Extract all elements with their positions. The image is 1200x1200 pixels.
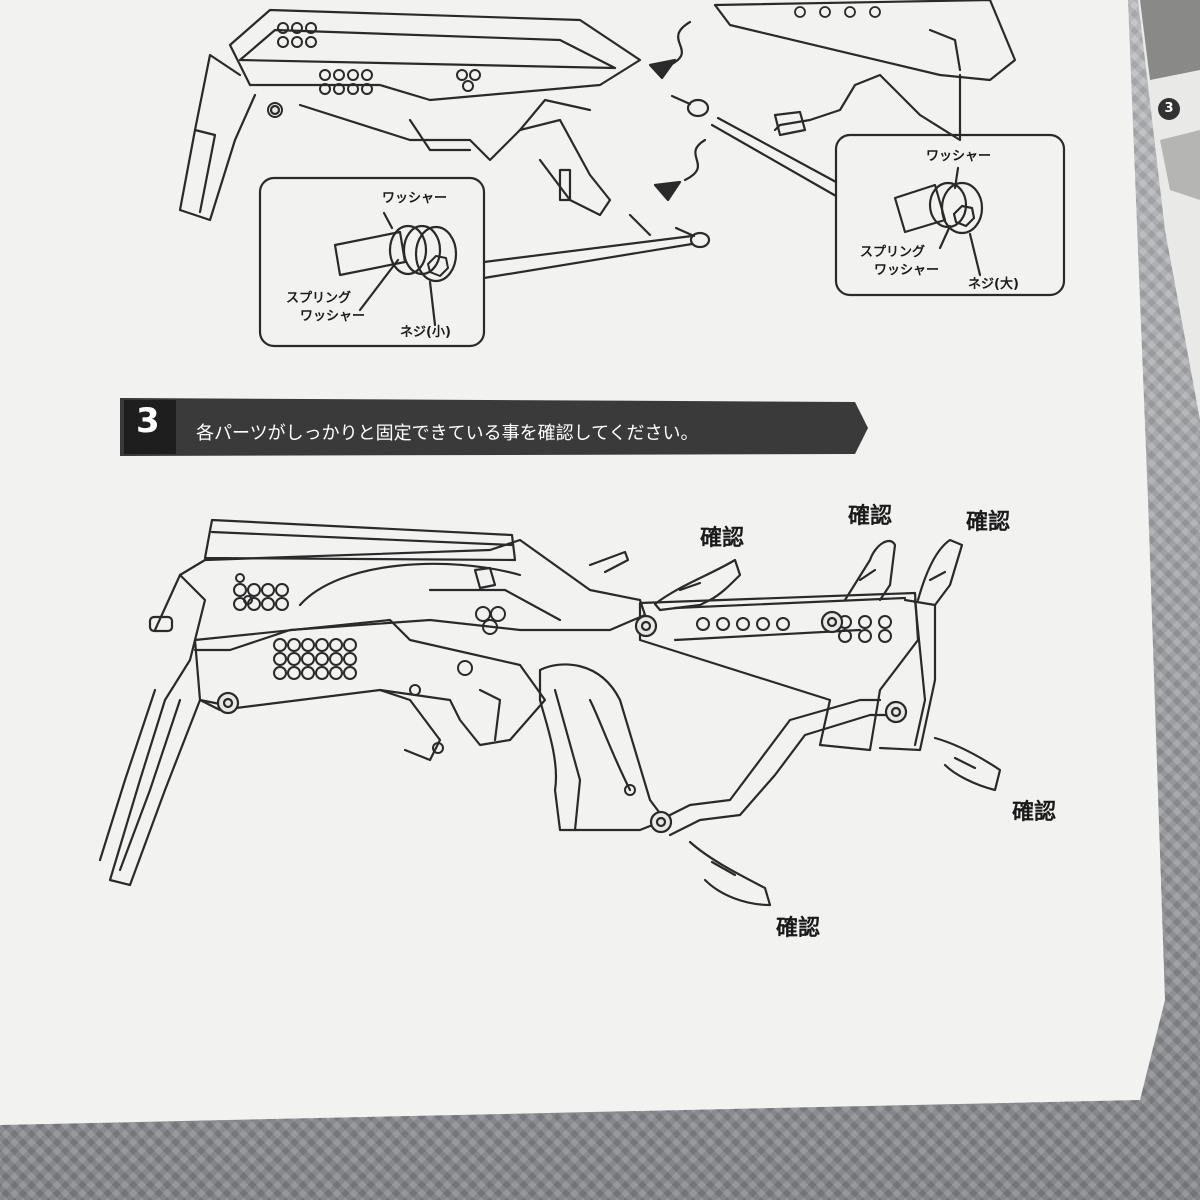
check-label-2: 確認	[848, 504, 893, 529]
callout-left-washer: ワッシャー	[382, 191, 448, 206]
check-label-3: 確認	[966, 510, 1011, 535]
main-gun-bolts	[216, 104, 908, 834]
check-label-4: 確認	[1012, 800, 1057, 825]
callout-right-spring-washer-1: スプリング	[860, 245, 926, 260]
step-banner-bg	[120, 398, 868, 456]
top-stock-drawing	[713, 0, 1017, 142]
callout-right-washer: ワッシャー	[926, 149, 992, 164]
main-gun-holes	[233, 573, 892, 796]
hand-check-5	[688, 840, 772, 907]
callout-left-spring-washer-2: ワッシャー	[300, 309, 366, 324]
step-number: 3	[136, 401, 160, 441]
screw-large-part	[670, 94, 710, 118]
callout-left-screw: ネジ(小)	[400, 325, 451, 340]
callout-right-spring-washer-2: ワッシャー	[874, 263, 940, 278]
top-gun-drawing	[178, 8, 652, 237]
hand-check-4	[933, 736, 1002, 792]
check-label-5: 確認	[776, 916, 821, 941]
right-page-step-number: 3	[1158, 98, 1180, 120]
step-number-bg	[124, 400, 176, 454]
hand-check-2	[843, 539, 897, 602]
check-label-1: 確認	[700, 526, 745, 551]
callout-right-screw: ネジ(大)	[968, 277, 1019, 292]
callout-box-small-screw	[258, 176, 694, 348]
screw-small-part	[674, 226, 711, 249]
right-page-figure	[1140, 0, 1200, 80]
hand-check-1	[653, 558, 742, 612]
arrow-mid	[683, 138, 707, 182]
hand-check-3	[916, 538, 964, 607]
right-page-figure-2	[1160, 130, 1200, 200]
step-instruction: 各パーツがしっかりと固定できている事を確認してください。	[196, 423, 699, 444]
callout-left-spring-washer-1: スプリング	[286, 291, 352, 306]
callout-box-large-screw	[710, 116, 1066, 297]
arrow-top	[668, 20, 692, 67]
paper-right-edge	[1138, 0, 1200, 420]
paper-main	[0, 0, 1165, 1125]
